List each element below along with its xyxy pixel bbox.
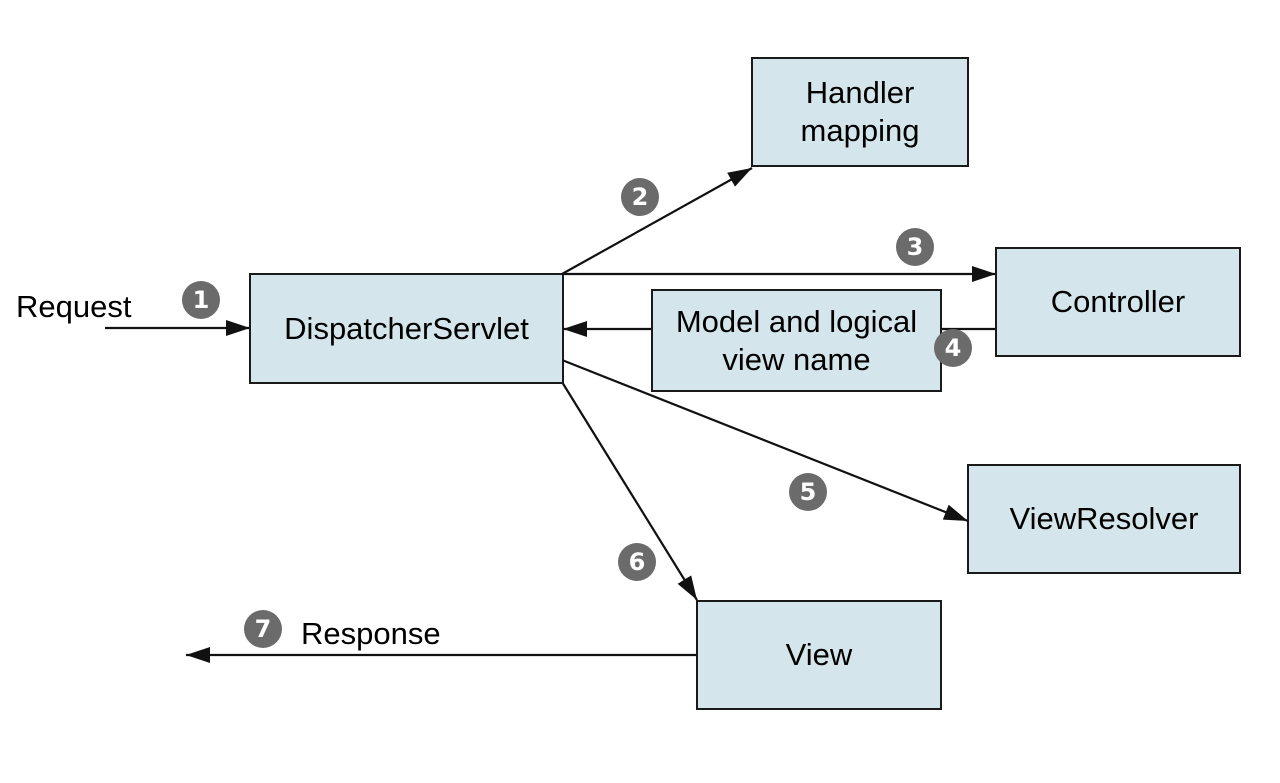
handler-mapping-arrow: [561, 167, 753, 275]
view-resolver-arrow: [561, 358, 969, 523]
handler-mapping-label-line-1: Handler: [805, 75, 915, 110]
handler-mapping-box: Handler mapping: [751, 57, 969, 167]
controller-box: Controller: [995, 247, 1241, 357]
dispatcher-servlet-label: DispatcherServlet: [284, 310, 529, 346]
step-badge-2: 2: [621, 178, 659, 216]
step-badge-7: 7: [244, 610, 282, 648]
model-view-name-box: Model and logical view name: [651, 289, 942, 392]
step-badge-5: 5: [789, 473, 827, 511]
model-view-name-label-line-2: view name: [722, 341, 871, 377]
step-badge-6: 6: [618, 543, 656, 581]
step-badge-4: 4: [934, 329, 972, 367]
view-resolver-box: ViewResolver: [967, 464, 1241, 574]
step-badge-1: 1: [182, 281, 220, 319]
view-label: View: [785, 637, 853, 672]
handler-mapping-label-line-2: mapping: [800, 113, 920, 148]
controller-label: Controller: [1050, 284, 1186, 319]
view-resolver-label: ViewResolver: [1009, 501, 1199, 536]
view-box: View: [696, 600, 942, 710]
response-label: Response: [301, 616, 441, 651]
model-view-name-label-line-1: Model and logical: [675, 303, 918, 339]
dispatcher-servlet-box: DispatcherServlet: [249, 273, 564, 384]
view-arrow: [561, 381, 698, 601]
request-label: Request: [16, 289, 132, 324]
step-badge-3: 3: [896, 228, 934, 266]
